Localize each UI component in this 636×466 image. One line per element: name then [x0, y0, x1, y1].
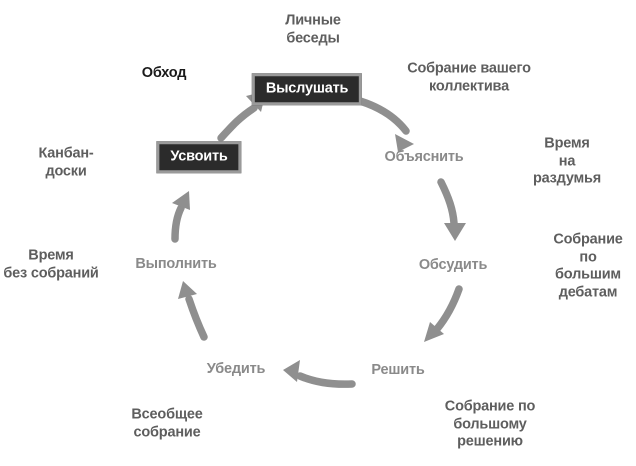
practice-label-thinking-time: Время на раздумья [532, 135, 602, 187]
arrow-execute-to-absorb [171, 191, 190, 243]
practice-label-team-meeting: Собрание вашего коллектива [407, 60, 531, 94]
stage-box-absorb-label: Усвоить [170, 148, 228, 165]
arrow-persuade-to-execute [178, 281, 208, 341]
stage-label-persuade: Убедить [206, 361, 266, 378]
arrow-decide-to-persuade [283, 360, 356, 388]
stage-label-execute: Выполнить [135, 256, 217, 273]
practice-label-big-decision: Собрание по большому решению [444, 398, 536, 450]
practice-label-kanban-boards: Канбан- доски [38, 145, 94, 179]
practice-label-no-meeting-time: Время без собраний [3, 247, 99, 281]
arrow-discuss-to-decide [424, 285, 463, 342]
practice-label-big-debate: Собрание по большим дебатам [553, 231, 623, 301]
stage-label-decide: Решить [371, 362, 425, 379]
stage-box-absorb[interactable]: Усвоить [156, 141, 242, 173]
practice-label-walkaround: Обход [141, 65, 187, 82]
practice-label-general-meeting: Всеобщее собрание [131, 406, 203, 440]
practice-label-personal-talks: Личные беседы [285, 12, 341, 46]
stage-label-discuss: Обсудить [418, 257, 488, 274]
arrow-listen-to-explain [356, 97, 414, 152]
stage-box-listen-label: Выслушать [265, 80, 349, 97]
stage-box-listen[interactable]: Выслушать [251, 73, 363, 105]
arrow-explain-to-discuss [437, 178, 466, 241]
stage-label-explain: Объяснить [384, 149, 464, 166]
